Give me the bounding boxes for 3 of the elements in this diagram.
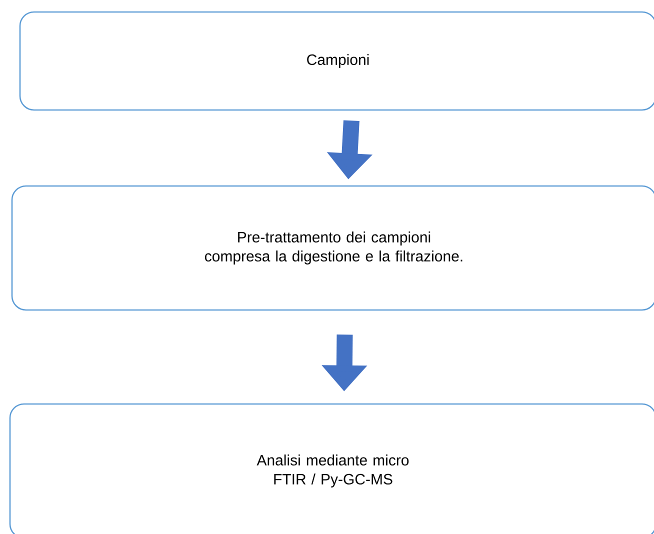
- process-box: Pre-trattamento dei campioni compresa la digestione e la filtrazione.: [11, 185, 654, 311]
- process-box: Campioni: [19, 11, 654, 111]
- process-box: Analisi mediante micro FTIR / Py-GC-MS: [9, 403, 654, 534]
